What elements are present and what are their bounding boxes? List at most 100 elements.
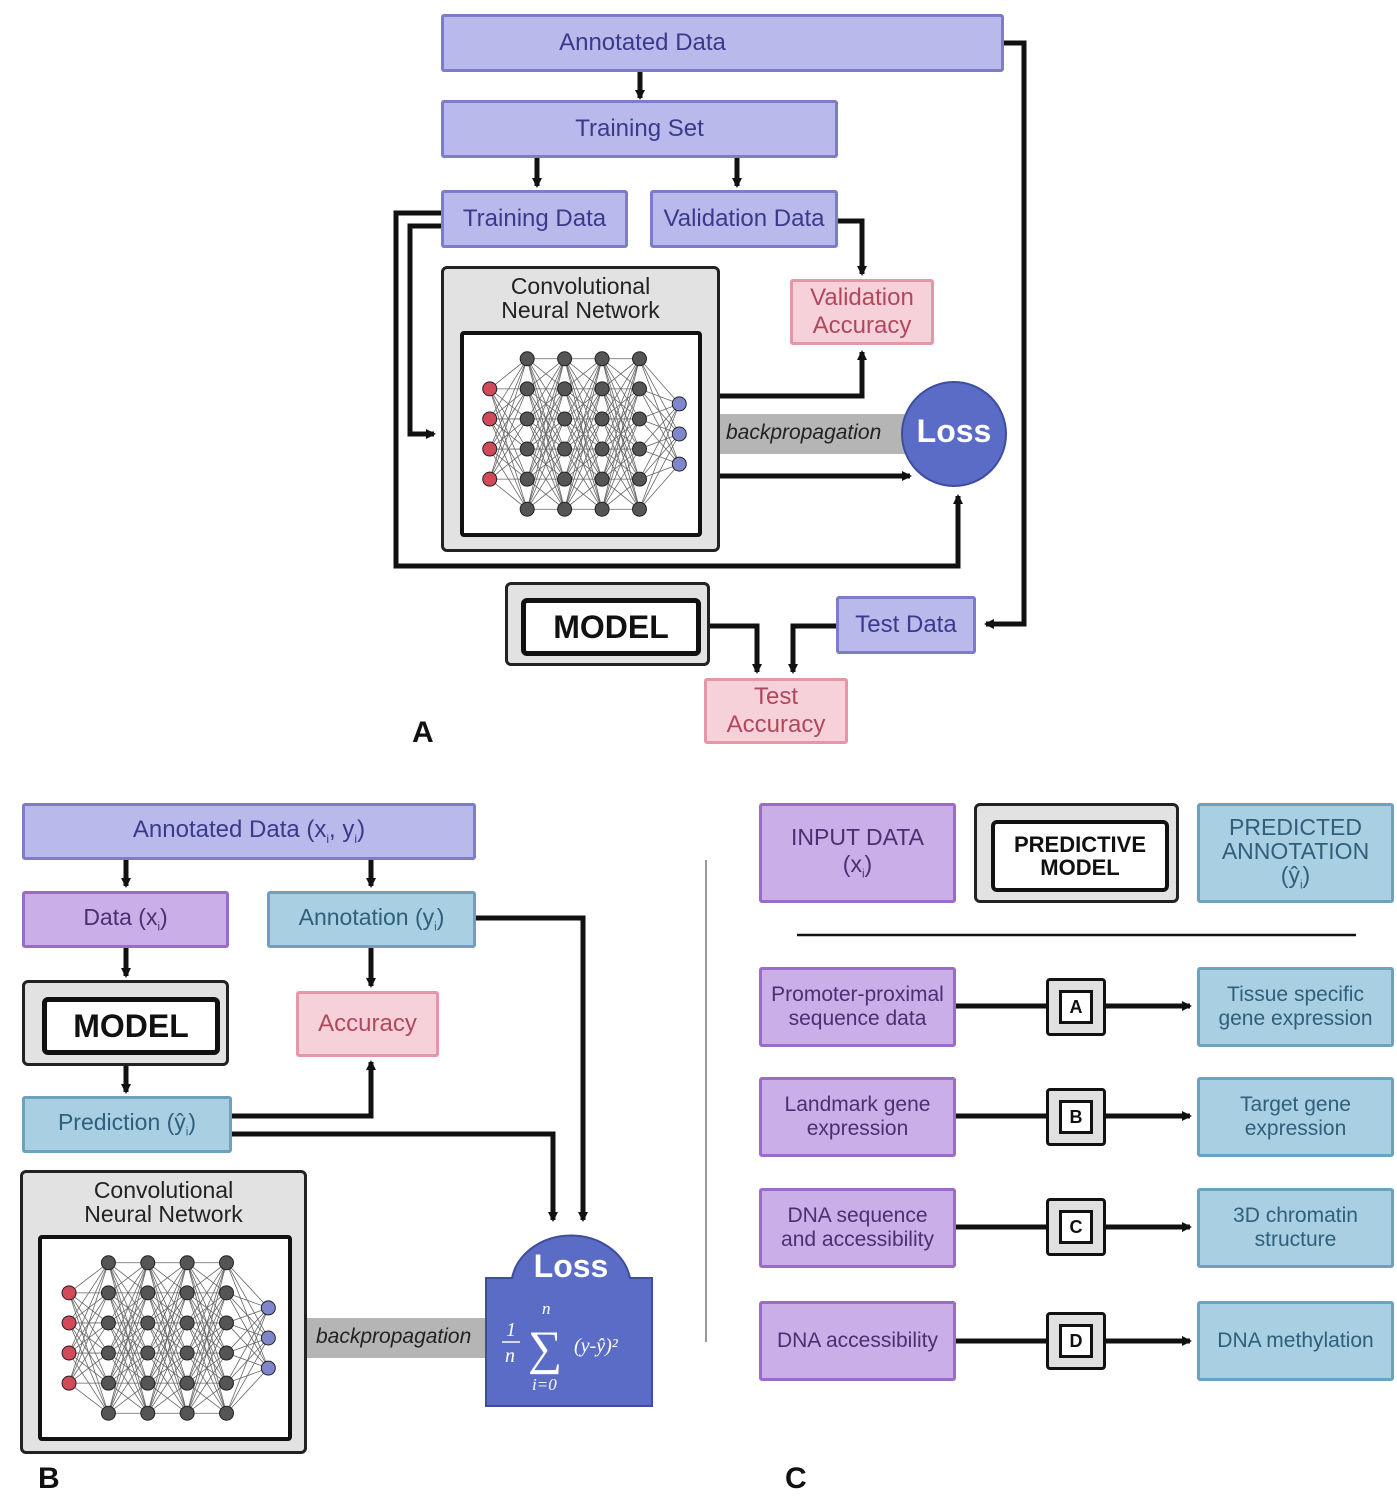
nn-node — [219, 1375, 234, 1391]
cnn-title-a-line2: Neural Network — [501, 297, 660, 324]
nn-edge — [601, 358, 640, 510]
predicted-sub: i — [1299, 879, 1303, 892]
nn-node — [632, 381, 647, 397]
nn-node — [100, 1345, 116, 1361]
data-box-b: Data (xi) — [22, 891, 229, 948]
nn-edge — [489, 358, 528, 450]
nn-edge — [601, 478, 640, 510]
nn-node — [519, 351, 535, 367]
nn-edge — [639, 358, 680, 405]
nn-node — [671, 456, 687, 472]
arrow-trainingdata-to-cnn-b — [407, 223, 442, 439]
training-data-box: Training Data — [441, 190, 628, 248]
output-row-b-line1: Target gene — [1240, 1092, 1351, 1116]
nn-node — [671, 426, 687, 442]
nn-node — [140, 1405, 156, 1421]
input-data-line1: INPUT DATA — [791, 824, 924, 851]
nn-edge — [147, 1262, 188, 1414]
nn-edge — [526, 358, 565, 390]
loss-formula: n 1 n ∑ (y-ŷ)² i=0 — [502, 1299, 619, 1394]
annotation-label-b: Annotation (yi) — [299, 904, 445, 935]
neural-network-panel-a — [460, 331, 702, 537]
formula-frac-num: 1 — [506, 1319, 516, 1341]
output-box-row-a: Tissue specific gene expression — [1197, 967, 1394, 1047]
annotation-b-text: Annotation (y — [298, 904, 435, 931]
panel-letter-c: C — [785, 1462, 807, 1495]
nn-node — [219, 1315, 234, 1331]
nn-edge — [601, 358, 640, 390]
validation-data-box: Validation Data — [650, 190, 838, 248]
nn-node — [179, 1375, 195, 1391]
annotated-data-b-sub2: i — [354, 832, 358, 846]
nn-edge — [639, 433, 680, 510]
nn-edge — [186, 1262, 227, 1354]
validation-accuracy-line2: Accuracy — [812, 312, 912, 339]
nn-edge — [226, 1307, 269, 1414]
nn-edge — [147, 1352, 188, 1414]
input-row-b-line2: expression — [806, 1117, 909, 1140]
cnn-title-b-line1: Convolutional — [93, 1177, 234, 1203]
nn-node — [632, 471, 647, 487]
nn-edge — [226, 1367, 269, 1414]
predictive-model-line1: PREDICTIVE — [1013, 831, 1147, 857]
nn-edge — [68, 1262, 109, 1384]
nn-node — [594, 411, 610, 427]
data-b-sub: i — [157, 921, 161, 934]
nn-node — [100, 1405, 116, 1421]
nn-node — [519, 441, 535, 457]
nn-edge — [186, 1262, 227, 1384]
nn-edge — [601, 358, 640, 420]
nn-node — [260, 1300, 276, 1316]
nn-edge — [68, 1322, 109, 1384]
test-data-box: Test Data — [836, 596, 976, 654]
annotation-b-sub: i — [434, 921, 437, 934]
annotated-data-b-end: ) — [357, 816, 366, 844]
output-box-row-b: Target gene expression — [1197, 1077, 1394, 1157]
training-set-box: Training Set — [441, 100, 838, 158]
nn-edge — [108, 1382, 149, 1414]
input-box-row-d: DNA accessibility — [759, 1301, 956, 1381]
nn-edge — [186, 1262, 227, 1294]
backpropagation-label-b: backpropagation — [316, 1325, 472, 1348]
nn-edge — [489, 358, 528, 390]
prediction-label-b: Prediction (ŷi) — [58, 1109, 196, 1140]
loss-shape-b — [485, 1234, 653, 1407]
arrow-validationdata-to-valacc — [838, 218, 867, 276]
nn-edge — [564, 358, 603, 450]
nn-node — [140, 1375, 156, 1391]
nn-edge — [564, 418, 603, 510]
data-b-end: ) — [160, 904, 168, 931]
loss-label-b: Loss — [533, 1248, 609, 1284]
arrow-prediction-to-loss — [232, 1131, 558, 1222]
nn-edge — [489, 478, 528, 510]
nn-edge — [526, 358, 565, 420]
nn-edge — [601, 418, 640, 510]
nn-node — [557, 351, 573, 367]
annotated-data-b-mid: , y — [329, 816, 355, 844]
nn-node — [594, 501, 610, 517]
nn-node — [557, 411, 573, 427]
nn-edge — [186, 1292, 227, 1414]
input-box-row-b: Landmark gene expression — [759, 1077, 956, 1157]
output-row-c-line1: 3D chromatin — [1233, 1203, 1358, 1227]
nn-node — [219, 1345, 234, 1361]
annotated-data-b-sub1: i — [326, 832, 330, 846]
nn-node — [594, 381, 610, 397]
nn-node — [632, 351, 647, 367]
nn-node — [519, 411, 535, 427]
nn-edge — [601, 358, 640, 480]
nn-edge — [68, 1262, 109, 1294]
nn-edge — [639, 463, 680, 510]
nn-node — [519, 381, 535, 397]
model-tag-a-label: A — [1059, 990, 1093, 1024]
nn-node — [557, 381, 573, 397]
nn-edge — [147, 1262, 188, 1294]
formula-sigma: ∑ — [528, 1322, 562, 1375]
test-data-label: Test Data — [855, 611, 957, 639]
cnn-title-a-line1: Convolutional — [510, 273, 651, 299]
predicted-line3: (ŷi) — [1281, 863, 1310, 892]
prediction-b-sub: i — [185, 1126, 189, 1139]
predicted-annotation-header: PREDICTED ANNOTATION (ŷi) — [1197, 803, 1394, 903]
nn-node — [519, 471, 535, 487]
input-box-row-c: DNA sequence and accessibility — [759, 1188, 956, 1268]
